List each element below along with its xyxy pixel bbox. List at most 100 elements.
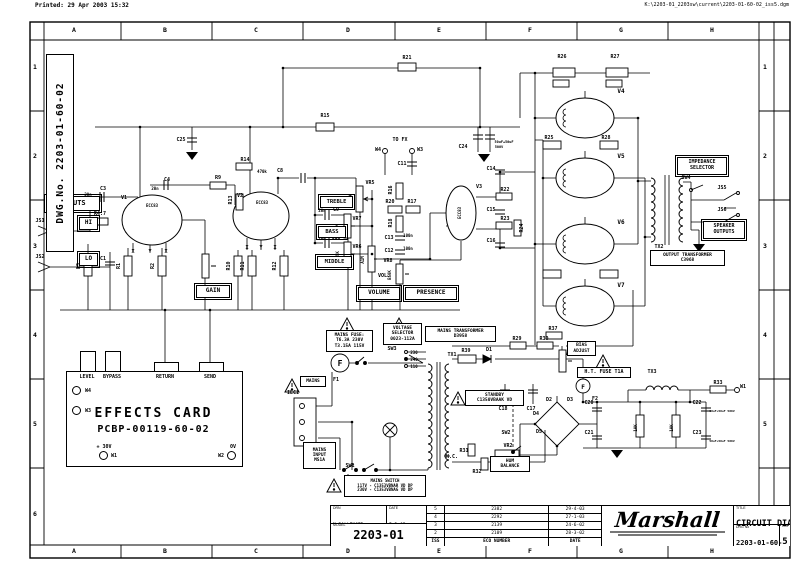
send-label: SEND: [203, 374, 217, 380]
component-label-c3: C3: [100, 186, 106, 192]
component-label-c18: C18: [498, 406, 507, 412]
grid-row-1-right: 1: [763, 63, 767, 71]
grid-row-4-right: 4: [763, 331, 767, 339]
component-label-20n: 20n: [151, 186, 159, 191]
component-label-c17: C17: [526, 406, 535, 412]
component-label-vr6: VR6: [352, 244, 361, 250]
component-label-y: Y: [259, 245, 262, 251]
component-label-f: F: [581, 384, 585, 391]
component-label-v6: V6: [617, 219, 625, 226]
file-path: K:\2203-01_2203sw\current\2203-01-60-02_…: [644, 2, 790, 8]
component-label-240: 240: [410, 357, 418, 362]
component-label-d3: D3: [567, 397, 573, 403]
bypass-label: BYPASS: [102, 374, 122, 380]
component-label-470k: 470k: [257, 169, 267, 174]
grid-col-E-top: E: [437, 26, 441, 34]
grid-col-C-top: C: [254, 26, 258, 34]
component-label-r17: R17: [407, 199, 416, 205]
effects-card-title: EFFECTS CARD: [94, 406, 213, 421]
component-label-vr7: VR7: [352, 216, 361, 222]
iss-label: ISS: [782, 524, 788, 528]
component-label-r2: R2: [150, 263, 156, 269]
component-label-r5: R5: [76, 263, 82, 269]
terminal-w4-label: W4: [84, 388, 92, 394]
component-label-v3: V3: [476, 184, 482, 190]
component-label-c23: C23: [692, 430, 701, 436]
grid-col-A-top: A: [72, 26, 76, 34]
component-label-v5: V5: [617, 153, 625, 160]
component-label-r9: R9: [215, 175, 221, 181]
component-label-b50k: B50K: [387, 270, 392, 280]
resistor-symbols: [83, 62, 727, 471]
component-label-d4: D4: [533, 411, 539, 417]
component-label-v2: V2: [237, 193, 243, 199]
drawn-by: M BALLINGER: [333, 523, 363, 524]
component-label-c16: C16: [486, 238, 495, 244]
grid-row-2-right: 2: [763, 152, 767, 160]
component-label-f1: F1: [333, 377, 339, 383]
component-label-ecc83: ECC83: [457, 206, 462, 219]
component-label-50uf+50uf: 50uF+50uF: [495, 140, 514, 144]
component-label-r30: R30: [539, 336, 548, 342]
component-label-r37: R37: [548, 326, 557, 332]
box-label-volume: VOLUME: [356, 285, 402, 302]
effects-card: [66, 371, 243, 467]
level-label: LEVEL: [79, 374, 95, 380]
component-label-x: X: [131, 249, 134, 255]
component-label-50uf+50uf 500v: 50uF+50uF 500V: [709, 409, 734, 413]
component-label-c15: C15: [486, 207, 495, 213]
grid-row-5-right: 5: [763, 420, 767, 428]
component-label-ecc83: ECC83: [146, 203, 159, 208]
terminal-w1: [99, 451, 108, 460]
model-number: 2203-01: [353, 527, 404, 542]
component-label-r1: R1: [116, 263, 122, 269]
component-label-c21: C21: [584, 430, 593, 436]
component-label-sw3: SW3: [387, 346, 396, 352]
box-label-mains: MAINS: [300, 376, 326, 387]
component-label-x: X: [273, 245, 276, 251]
grid-row-5-left: 5: [33, 420, 37, 428]
grid-row-2-left: 2: [33, 152, 37, 160]
valve-symbols: [121, 97, 615, 327]
component-label-110: 110: [410, 364, 418, 369]
component-label-100n: 100n: [403, 233, 413, 238]
box-label-lo: LO: [77, 251, 100, 268]
component-label-c20: C20: [584, 400, 593, 406]
box-label-gain: GAIN: [194, 283, 232, 300]
component-label-vr5: VR5: [365, 180, 374, 186]
component-label-500v: 500V: [495, 145, 504, 149]
grid-col-B-bottom: B: [163, 547, 167, 555]
model-label: MODEL: [333, 524, 346, 527]
component-label-r18: R18: [388, 218, 394, 227]
component-label-c22: C22: [692, 400, 701, 406]
component-label-r39: R39: [461, 348, 470, 354]
grid-col-H-bottom: H: [710, 547, 714, 555]
component-label-20n: 20n: [318, 208, 326, 213]
component-label-d2: D2: [546, 397, 552, 403]
component-label-c10: C10: [331, 235, 340, 241]
grid-col-B-top: B: [163, 26, 167, 34]
drg-no-label: DRG No: [736, 525, 750, 529]
component-label-x: X: [164, 249, 167, 255]
component-label-r25: R25: [544, 135, 553, 141]
component-label-r23: R23: [500, 216, 509, 222]
issue-number: 5: [782, 536, 788, 547]
component-label-js2: JS2: [35, 254, 44, 260]
drawing-number: 2203-01-60-02: [736, 538, 783, 547]
box-label-bass: BASS: [316, 224, 348, 240]
logo-address-line2: [618, 534, 717, 536]
grid-col-C-bottom: C: [254, 547, 258, 555]
